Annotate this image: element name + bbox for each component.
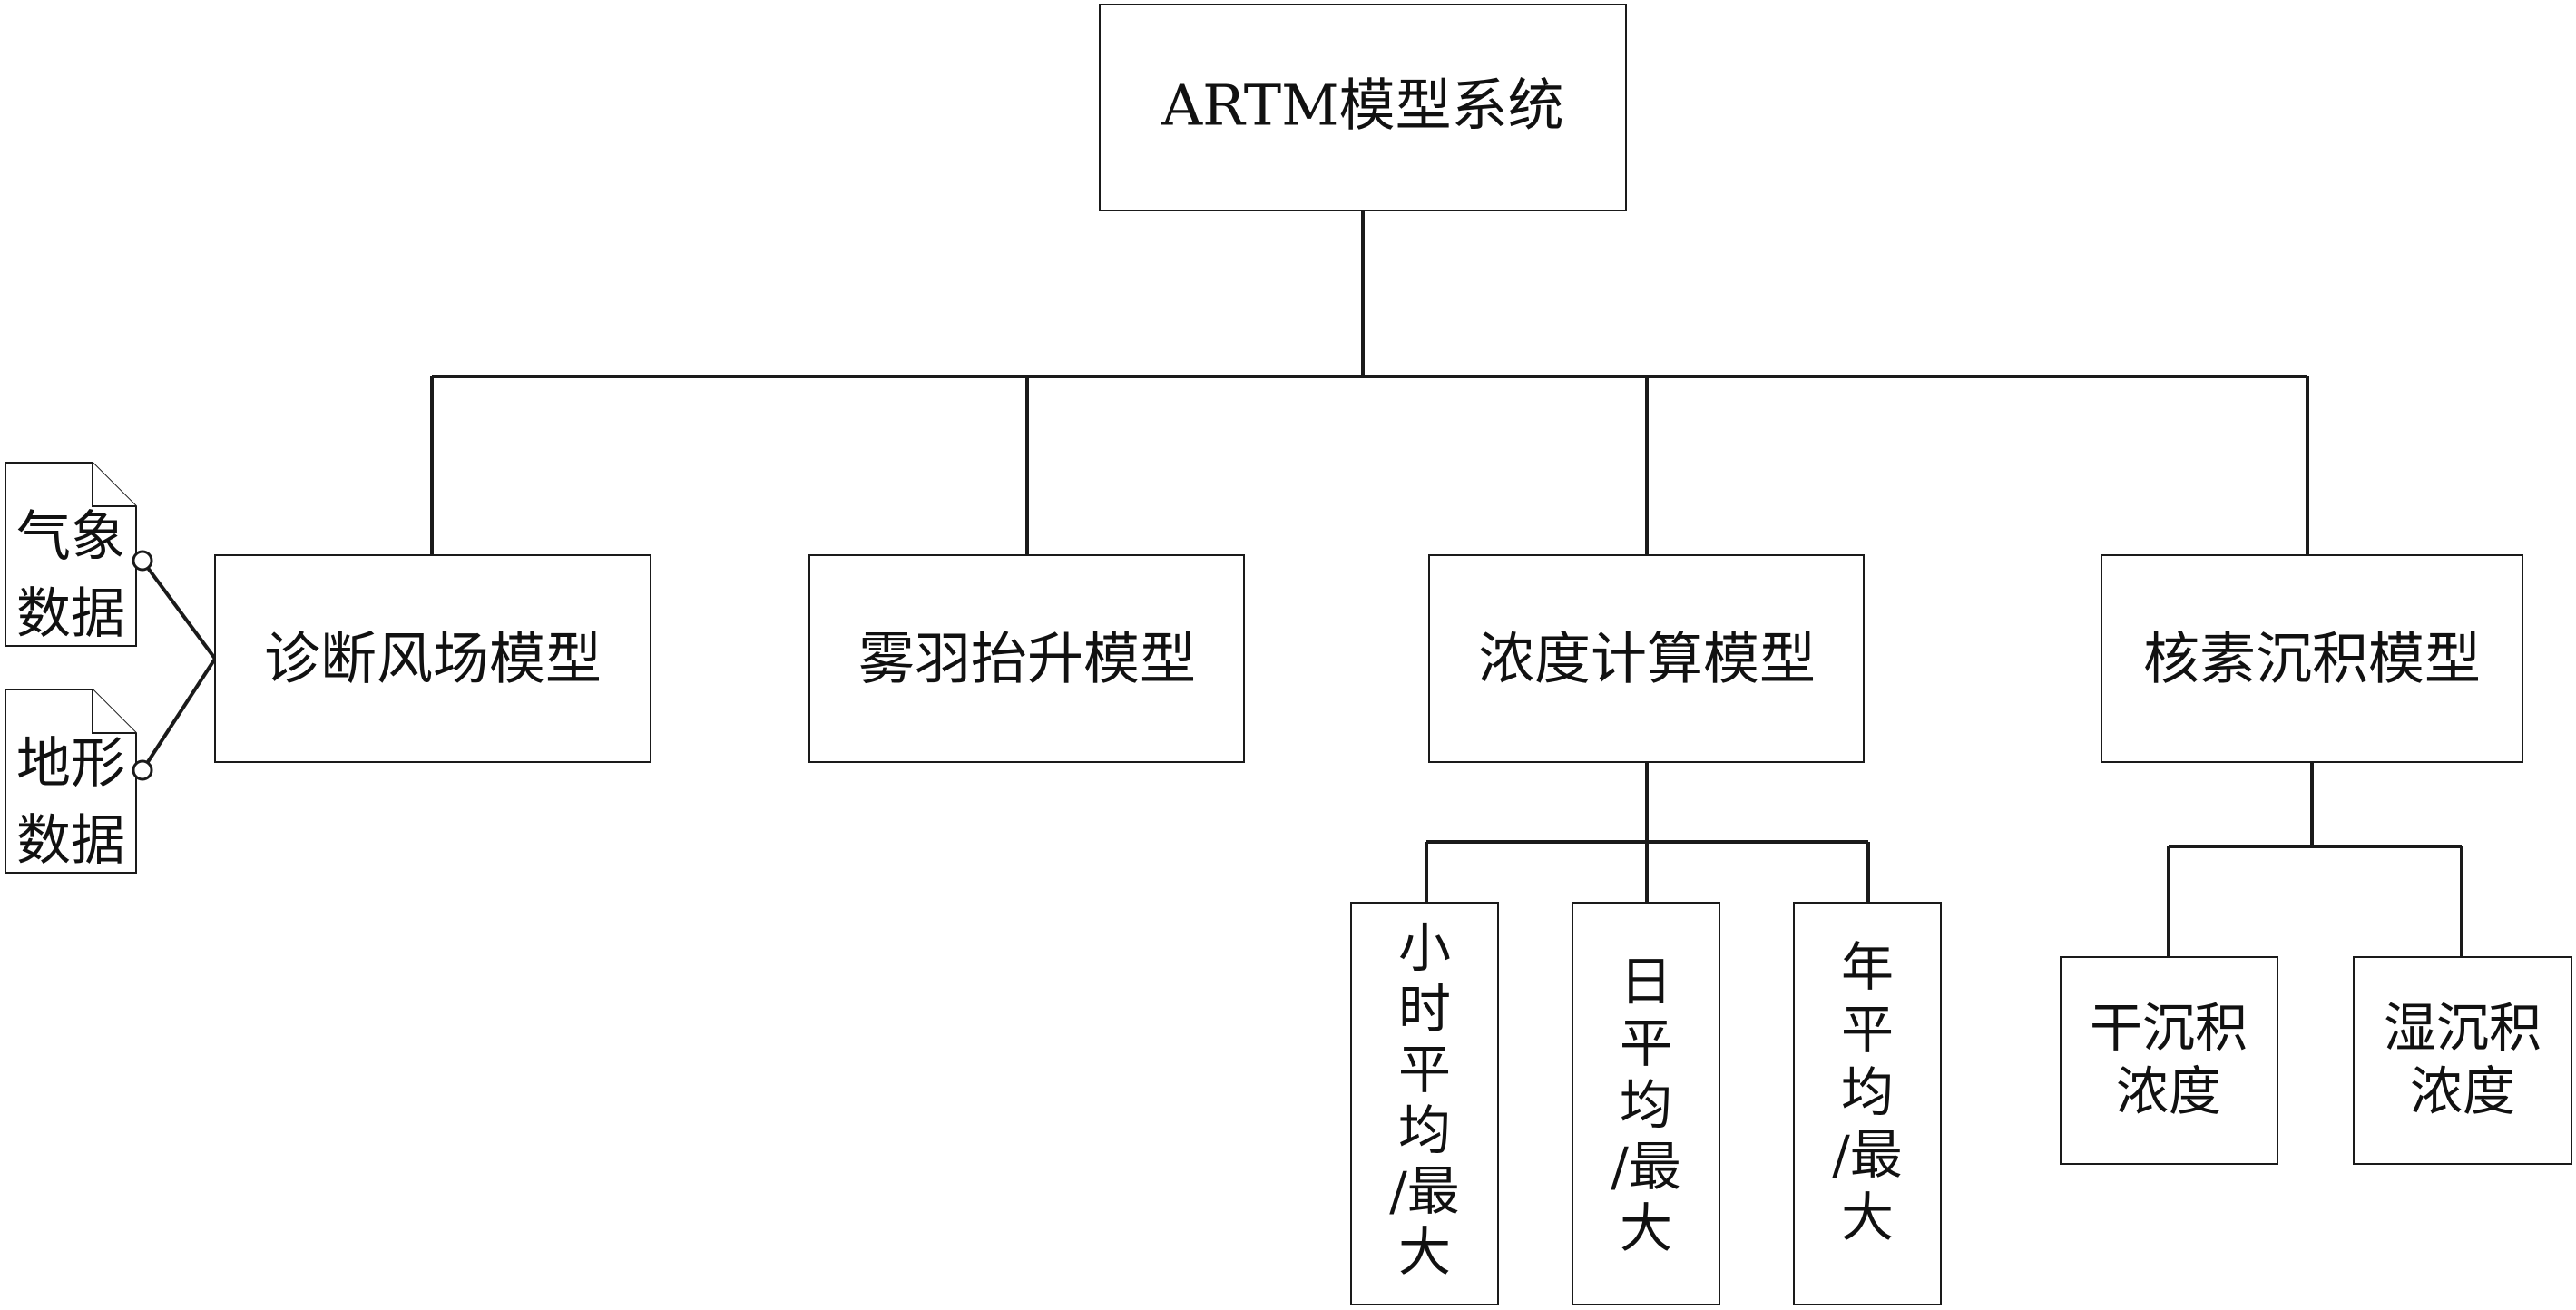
- output-wet-line-2: 浓度: [2410, 1061, 2515, 1122]
- input-doc-1-line-1: 气象: [16, 505, 125, 569]
- input-connector-dot-2: [132, 759, 153, 781]
- module-node-3: 浓度计算模型: [1428, 554, 1865, 763]
- root-node: ARTM模型系统: [1099, 4, 1627, 211]
- output-daily: 日 平 均 /最 大: [1572, 902, 1720, 1305]
- output-yearly-char-4: /最: [1832, 1124, 1903, 1186]
- input-doc-2: 地形 数据: [5, 689, 137, 874]
- output-dry-line-2: 浓度: [2116, 1061, 2221, 1122]
- input-doc-2-line-1: 地形: [16, 732, 125, 796]
- input-doc-1-line-2: 数据: [16, 582, 125, 646]
- output-wet-deposition: 湿沉积 浓度: [2353, 956, 2572, 1165]
- output-hourly-char-3: 平: [1398, 1039, 1451, 1100]
- output-daily-char-4: /最: [1611, 1136, 1681, 1198]
- root-label: ARTM模型系统: [1161, 73, 1563, 139]
- module-label-4: 核素沉积模型: [2143, 626, 2481, 692]
- input-doc-2-line-2: 数据: [16, 809, 125, 873]
- output-hourly-char-6: 大: [1398, 1221, 1451, 1283]
- output-dry-deposition: 干沉积 浓度: [2060, 956, 2278, 1165]
- output-yearly: 年 平 均 /最 大: [1793, 902, 1942, 1305]
- output-yearly-char-1: 年: [1841, 936, 1894, 998]
- module-label-1: 诊断风场模型: [264, 626, 602, 692]
- output-dry-line-1: 干沉积: [2090, 997, 2248, 1059]
- output-hourly-char-5: /最: [1389, 1160, 1460, 1222]
- output-hourly-char-1: 小: [1398, 917, 1451, 979]
- output-daily-char-1: 日: [1620, 951, 1672, 1012]
- output-wet-line-1: 湿沉积: [2384, 997, 2542, 1059]
- output-hourly-char-2: 时: [1398, 978, 1451, 1040]
- module-label-3: 浓度计算模型: [1478, 626, 1816, 692]
- input-link-1: [141, 559, 217, 660]
- output-yearly-char-3: 均: [1841, 1061, 1894, 1123]
- module-label-2: 雾羽抬升模型: [858, 626, 1196, 692]
- module-node-4: 核素沉积模型: [2101, 554, 2523, 763]
- input-doc-1: 气象 数据: [5, 462, 137, 647]
- input-connector-dot-1: [132, 550, 153, 572]
- output-daily-char-3: 均: [1620, 1074, 1672, 1136]
- output-yearly-char-5: 大: [1841, 1187, 1894, 1248]
- input-link-2: [141, 657, 217, 772]
- output-daily-char-2: 平: [1620, 1012, 1672, 1074]
- module-node-1: 诊断风场模型: [214, 554, 651, 763]
- module-node-2: 雾羽抬升模型: [808, 554, 1245, 763]
- output-hourly: 小 时 平 均 /最 大: [1350, 902, 1499, 1305]
- output-hourly-char-4: 均: [1398, 1100, 1451, 1161]
- connectors: [141, 210, 2463, 957]
- output-yearly-char-2: 平: [1841, 999, 1894, 1061]
- output-daily-char-5: 大: [1620, 1198, 1672, 1259]
